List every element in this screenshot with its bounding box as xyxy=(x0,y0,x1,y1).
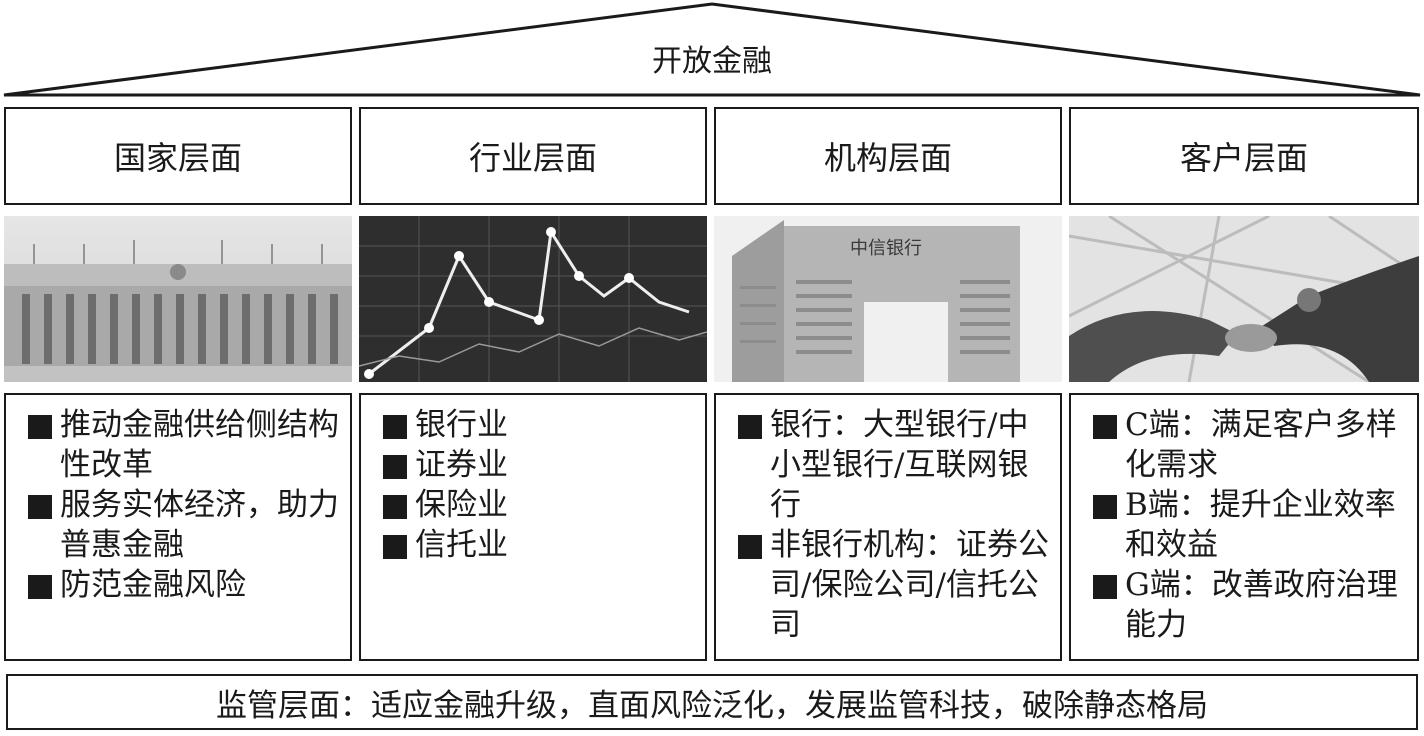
content-customer: C端：满足客户多样化需求 B端：提升企业效率和效益 G端：改善政府治理能力 xyxy=(1069,393,1419,661)
square-bullet-icon xyxy=(383,535,407,559)
square-bullet-icon xyxy=(28,495,52,519)
list-item: 信托业 xyxy=(383,525,695,565)
list-item: C端：满足客户多样化需求 xyxy=(1093,405,1407,485)
list-item: 保险业 xyxy=(383,485,695,525)
header-institution: 机构层面 xyxy=(714,107,1062,205)
header-industry: 行业层面 xyxy=(359,107,707,205)
header-national: 国家层面 xyxy=(4,107,352,205)
list-item: 服务实体经济，助力普惠金融 xyxy=(28,485,340,565)
square-bullet-icon xyxy=(28,415,52,439)
list-item: B端：提升企业效率和效益 xyxy=(1093,485,1407,565)
square-bullet-icon xyxy=(383,455,407,479)
square-bullet-icon xyxy=(383,415,407,439)
square-bullet-icon xyxy=(1093,575,1117,599)
roof-triangle xyxy=(3,2,1421,97)
header-customer: 客户层面 xyxy=(1069,107,1419,205)
regulation-text: 监管层面：适应金融升级，直面风险泛化，发展监管科技，破除静态格局 xyxy=(216,687,1208,724)
square-bullet-icon xyxy=(738,535,762,559)
bank-building-photo-icon: 中信银行 xyxy=(714,216,1062,382)
regulation-box: 监管层面：适应金融升级，直面风险泛化，发展监管科技，破除静态格局 xyxy=(6,674,1418,730)
list-item: 证券业 xyxy=(383,445,695,485)
square-bullet-icon xyxy=(1093,415,1117,439)
list-item: 非银行机构：证券公司/保险公司/信托公司 xyxy=(738,525,1050,645)
square-bullet-icon xyxy=(1093,495,1117,519)
handshake-photo-icon xyxy=(1069,216,1419,382)
list-item: 防范金融风险 xyxy=(28,565,340,605)
square-bullet-icon xyxy=(28,575,52,599)
roof-title: 开放金融 xyxy=(652,44,772,79)
list-item: 推动金融供给侧结构性改革 xyxy=(28,405,340,485)
list-item: 银行：大型银行/中小型银行/互联网银行 xyxy=(738,405,1050,525)
bank-sign-text: 中信银行 xyxy=(850,238,922,259)
great-hall-photo-icon xyxy=(4,216,352,382)
square-bullet-icon xyxy=(738,415,762,439)
content-industry: 银行业 证券业 保险业 信托业 xyxy=(359,393,707,661)
content-institution: 银行：大型银行/中小型银行/互联网银行 非银行机构：证券公司/保险公司/信托公司 xyxy=(714,393,1062,661)
list-item: G端：改善政府治理能力 xyxy=(1093,565,1407,645)
square-bullet-icon xyxy=(383,495,407,519)
list-item: 银行业 xyxy=(383,405,695,445)
stock-chart-photo-icon xyxy=(359,216,707,382)
content-national: 推动金融供给侧结构性改革 服务实体经济，助力普惠金融 防范金融风险 xyxy=(4,393,352,661)
